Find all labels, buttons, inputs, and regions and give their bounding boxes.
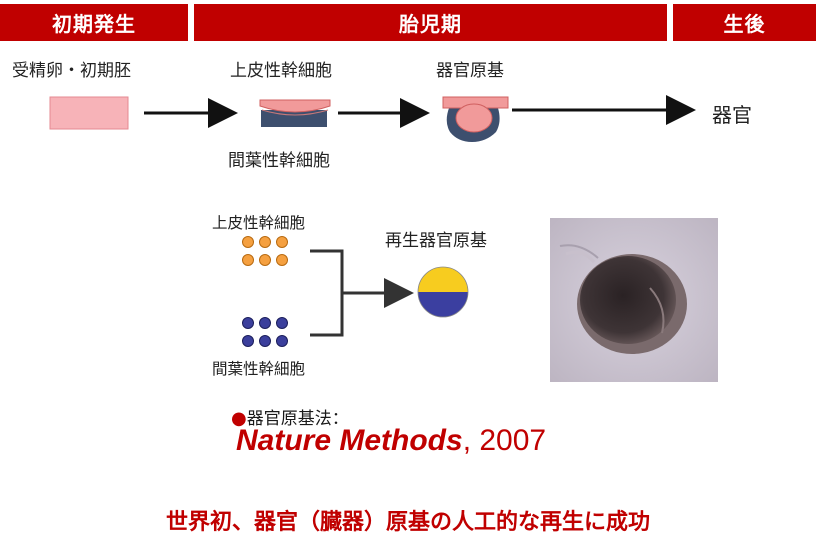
method-label: ●器官原基法： — [231, 404, 349, 429]
headline: 世界初、器官（臓器）原基の人工的な再生に成功 — [165, 510, 650, 535]
citation: Nature Methods, 2007 — [236, 424, 546, 458]
regen-epithelial-label: 上皮性幹細胞 — [212, 214, 306, 232]
regeneration-diagram — [242, 236, 469, 347]
epithelial-cell-dots — [242, 236, 288, 266]
citation-journal: Nature Methods — [236, 424, 463, 457]
organ-primordium-label: 器官原基 — [436, 61, 504, 81]
stage-label-postnatal: 生後 — [723, 12, 766, 36]
stage-label-fetal: 胎児期 — [399, 12, 462, 36]
red-bullet-icon: ● — [231, 408, 247, 429]
mesenchymal-stem-cell-label: 間葉性幹細胞 — [228, 151, 330, 171]
stage-bar-postnatal: 生後 — [673, 4, 816, 41]
epithelial-stem-cell-label: 上皮性幹細胞 — [230, 61, 332, 81]
stage-label-early: 初期発生 — [52, 12, 136, 36]
stage-bar-fetal: 胎児期 — [194, 4, 667, 41]
microscope-photo — [550, 218, 718, 382]
regen-mesenchymal-label: 間葉性幹細胞 — [212, 360, 306, 378]
regenerated-primordium-label: 再生器官原基 — [385, 231, 487, 251]
citation-year: , 2007 — [462, 424, 547, 457]
organ-primordium-shape — [442, 96, 509, 142]
mesenchymal-cell-dots — [242, 317, 288, 347]
method-label-text: 器官原基法： — [246, 409, 349, 429]
early-embryo-label: 受精卵・初期胚 — [12, 61, 131, 81]
layered-tissue-shape — [259, 99, 331, 127]
organ-label: 器官 — [712, 103, 752, 127]
development-flow-diagram — [49, 95, 696, 142]
stage-bar-early: 初期発生 — [0, 4, 188, 41]
merge-bracket — [310, 249, 414, 337]
early-embryo-shape — [49, 96, 129, 130]
